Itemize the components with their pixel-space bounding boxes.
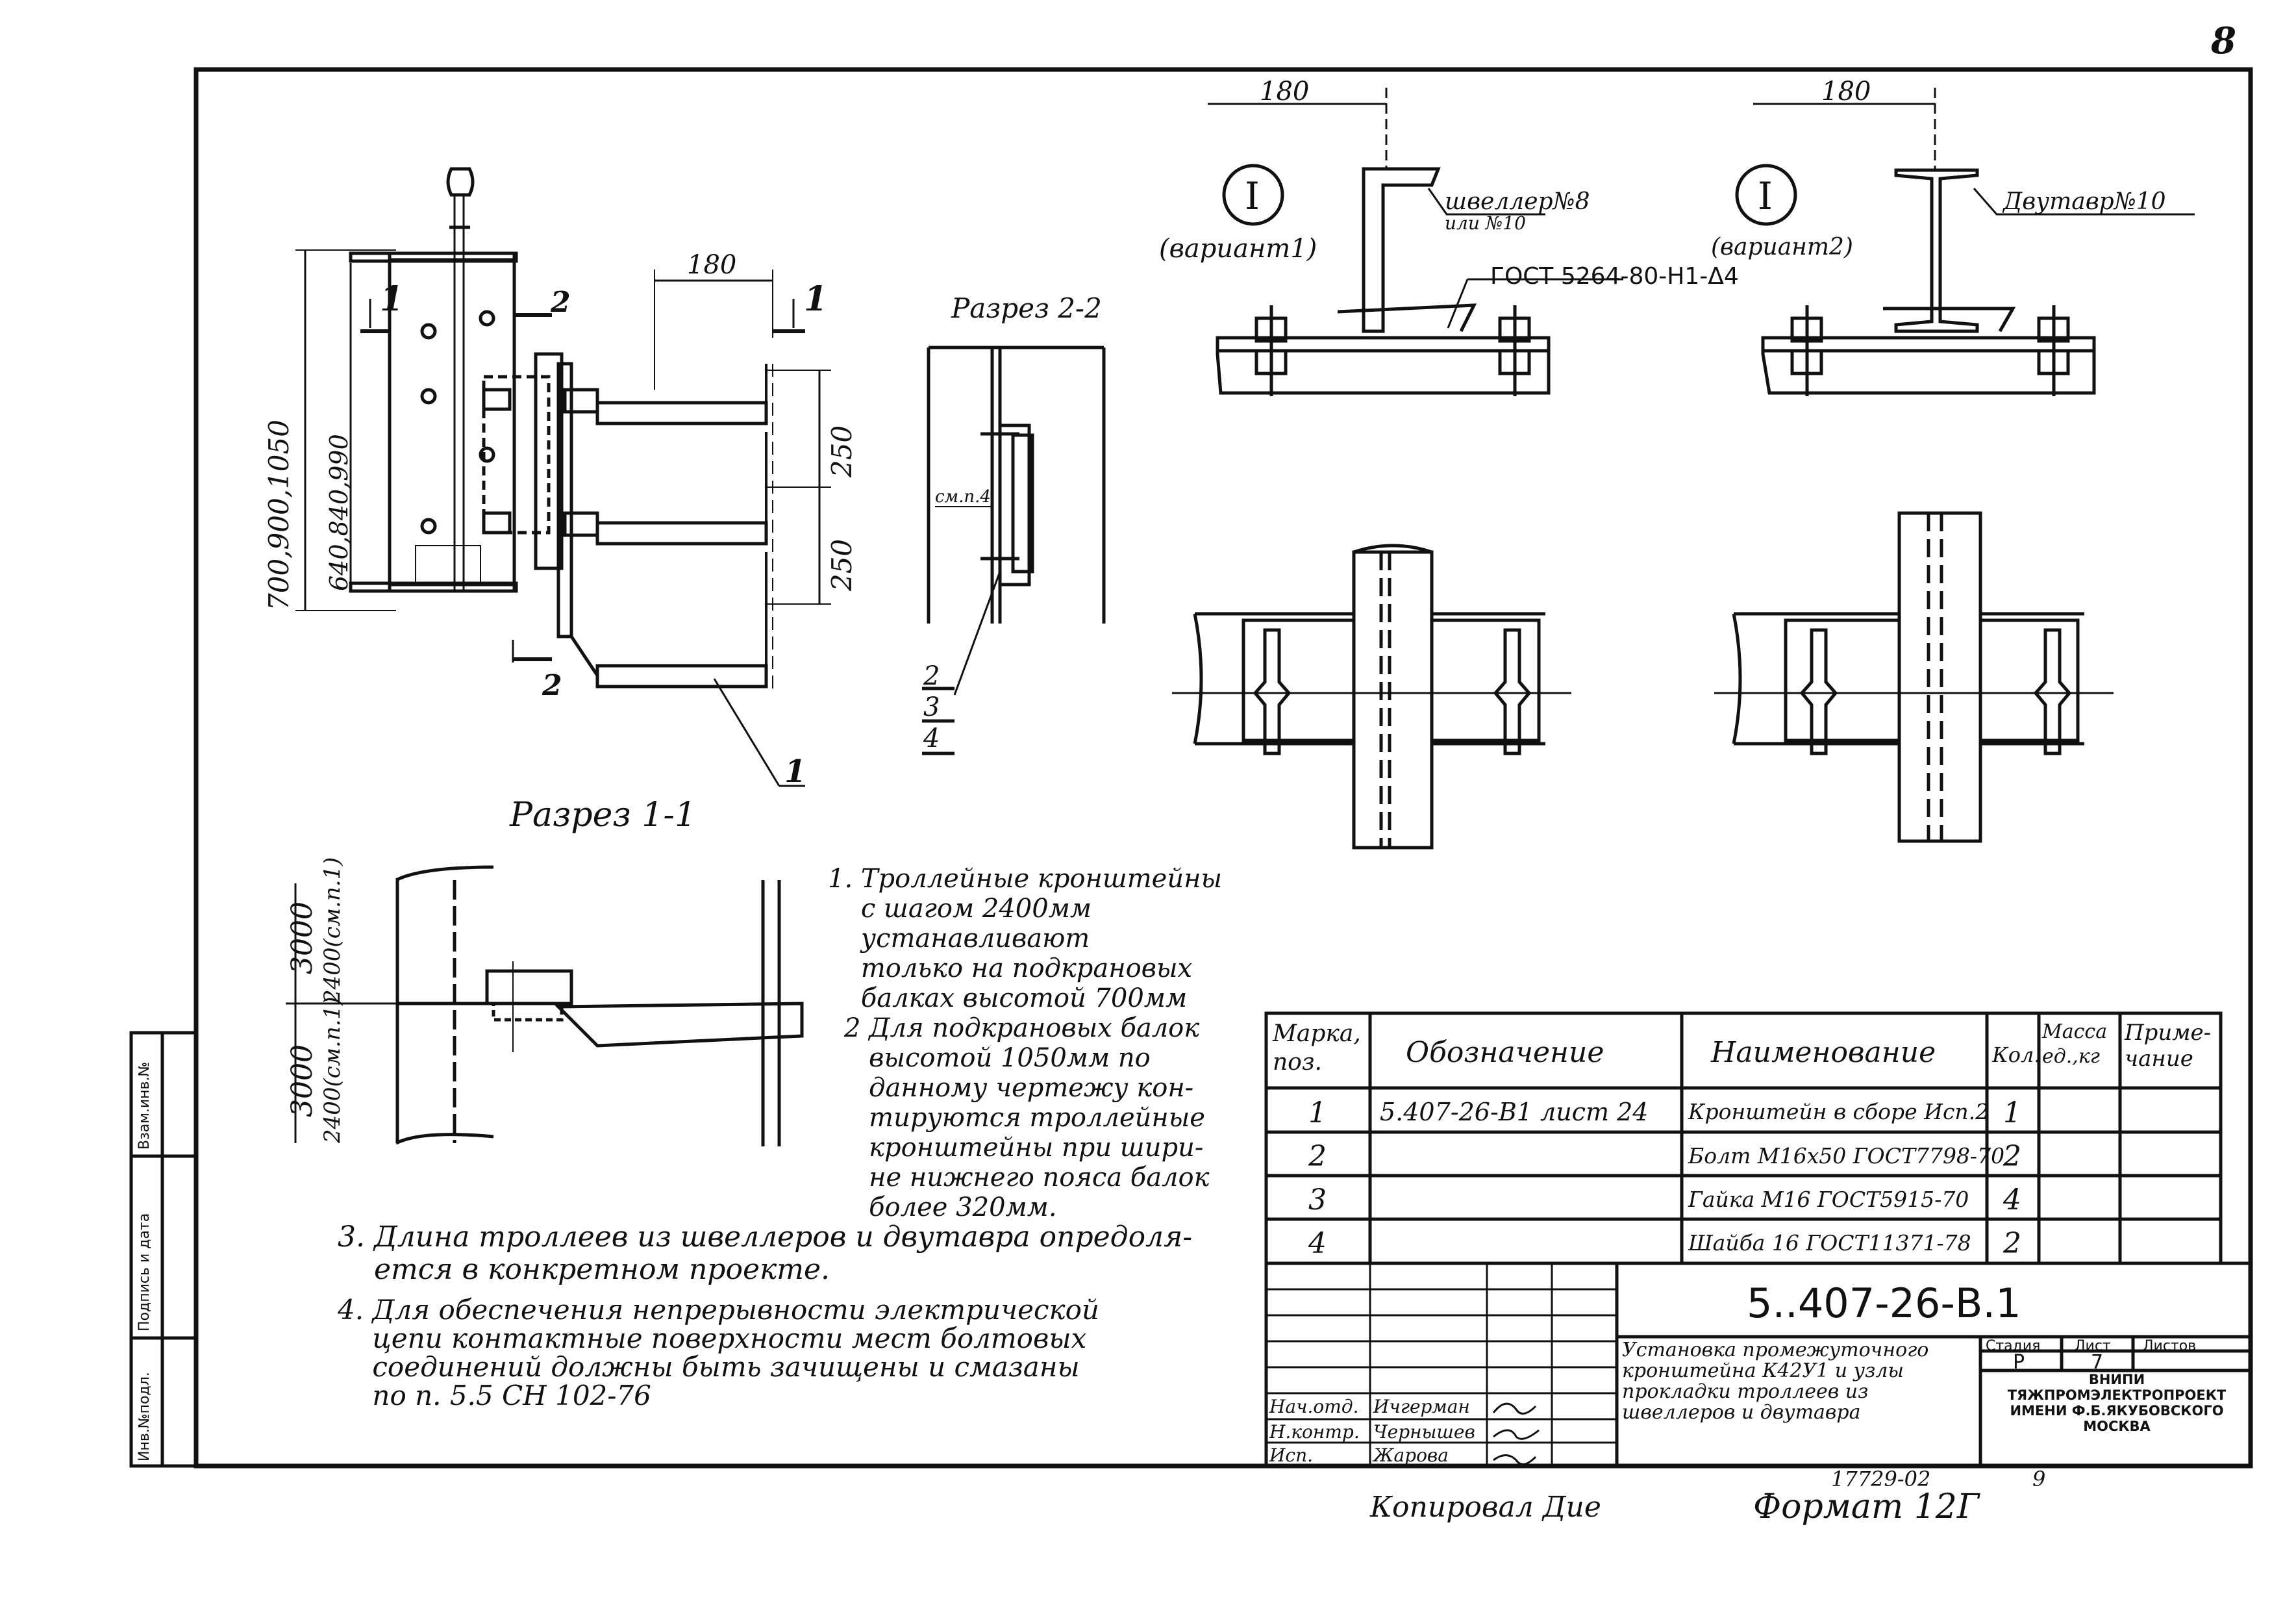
row2-qty: 2 [2003,1140,2021,1173]
node2-caption: (вариант2) [1711,234,1853,260]
cut-mark-1-right: 1 [804,279,828,319]
node1-label-line2: или №10 [1445,212,1526,234]
callout-3: 3 [923,692,940,722]
title-block-grid [1264,1261,2252,1468]
node1-label-line1: швеллер№8 [1445,188,1590,215]
plan-view [295,167,831,787]
signer-name-3: Жарова [1373,1445,1449,1466]
node-variant2 [1735,88,2195,396]
col-header-note: Приме-чание [2125,1020,2212,1072]
col-header-pos: Марка, поз. [1273,1020,1361,1076]
sheet-format: Формат 12Г [1753,1487,1980,1526]
side-stamp-inv: Инв.№подл. [136,1372,153,1461]
organization: ВНИПИ ТЯЖПРОМЭЛЕКТРОПРОЕКТ ИМЕНИ Ф.Б.ЯКУ… [2007,1372,2227,1434]
node1-dim-180: 180 [1260,77,1310,107]
cut-mark-2-top: 2 [551,286,571,319]
row4-pos: 4 [1308,1227,1327,1260]
callout-2: 2 [923,661,940,691]
sheet-label: Лист [2075,1338,2111,1354]
note-4: 4. Для обеспечения непрерывности электри… [338,1294,1099,1411]
stage-label: Стадия [1986,1338,2041,1354]
callout-4: 4 [923,724,940,753]
col-header-mass: Масса ед.,кг [2042,1020,2108,1068]
signer-name-1: Ичгерман [1373,1396,1470,1417]
plan-variant1 [1172,544,1571,850]
signer-role-2: Н.контр. [1269,1421,1360,1443]
doc-title: Установка промежуточного кронштейна К42У… [1622,1339,1929,1424]
cut-mark-2-bottom: 2 [542,669,562,702]
section-2-2 [922,346,1106,755]
dim-3000-upper: 3000 [286,902,319,974]
section-1-1 [286,865,804,1146]
plan-dim-inner: 640,840,990 [325,434,353,591]
row1-pos: 1 [1308,1096,1327,1130]
note-2: 2 Для подкрановых балок высотой 1050мм п… [844,1013,1210,1222]
note-1: 1. Троллейные кронштейны с шагом 2400мм … [828,864,1223,1013]
section-1-1-title: Разрез 1-1 [510,796,697,835]
archive-sheet: 9 [2032,1467,2046,1491]
plan-dim-180: 180 [687,250,737,280]
node1-marker: I [1245,174,1260,218]
cut-mark-1-left: 1 [380,279,404,319]
row1-designation: 5.407-26-В1 лист 24 [1380,1098,1649,1126]
row2-pos: 2 [1308,1140,1327,1173]
node-variant1 [1208,88,1623,396]
sheet-value: 7 [2091,1351,2104,1374]
row1-qty: 1 [2003,1096,2021,1130]
node2-dim-180: 180 [1821,77,1871,107]
row3-name: Гайка М16 ГОСТ5915-70 [1688,1187,1969,1212]
leader-1-label: 1 [784,753,806,790]
page-number: 8 [2211,19,2236,62]
copied-by: Копировал Дие [1370,1491,1601,1524]
node1-caption: (вариант1) [1159,234,1317,264]
plan-dim-250-b: 250 [826,538,858,591]
signer-role-1: Нач.отд. [1269,1396,1359,1417]
node1-weld: ГОСТ 5264-80-Н1-Δ4 [1490,263,1739,290]
dim-3000-lower: 3000 [286,1044,319,1117]
dim-2400-lower: 2400(см.п.1) [319,996,345,1143]
dim-2400-upper: 2400(см.п.1) [319,857,345,1004]
plan-dim-outer: 700,900,1050 [263,420,295,611]
col-header-designation: Обозначение [1406,1036,1604,1069]
row3-qty: 4 [2003,1183,2021,1217]
col-header-qty: Кол. [1992,1042,2041,1067]
side-stamp-replace: Взам.инв.№ [136,1061,153,1150]
side-stamp-signature: Подпись и дата [136,1213,153,1332]
sheets-label: Листов [2143,1338,2197,1354]
note-3: 3. Длина троллеев из швеллеров и двутавр… [338,1220,1193,1286]
doc-number: 5..407-26-В.1 [1747,1280,2021,1327]
col-header-name: Наименование [1711,1036,1936,1069]
node2-marker: I [1758,174,1773,218]
node2-label: Двутавр№10 [2003,188,2166,215]
row4-qty: 2 [2003,1227,2021,1260]
signer-role-3: Исп. [1269,1445,1314,1466]
row1-name: Кронштейн в сборе Исп.2 [1688,1099,1990,1124]
section-2-2-note: см.п.4 [935,487,991,507]
row2-name: Болт М16х50 ГОСТ7798-70 [1688,1143,2005,1168]
sheet-frame [193,67,2253,1469]
plan-dim-250-a: 250 [826,425,858,477]
signer-name-2: Чернышев [1373,1421,1475,1443]
plan-variant2 [1714,511,2114,843]
archive-number: 17729-02 [1831,1467,1931,1491]
row3-pos: 3 [1308,1183,1327,1217]
stage-value: Р [2013,1351,2025,1374]
section-2-2-title: Разрез 2-2 [951,292,1102,324]
row4-name: Шайба 16 ГОСТ11371-78 [1688,1230,1971,1256]
